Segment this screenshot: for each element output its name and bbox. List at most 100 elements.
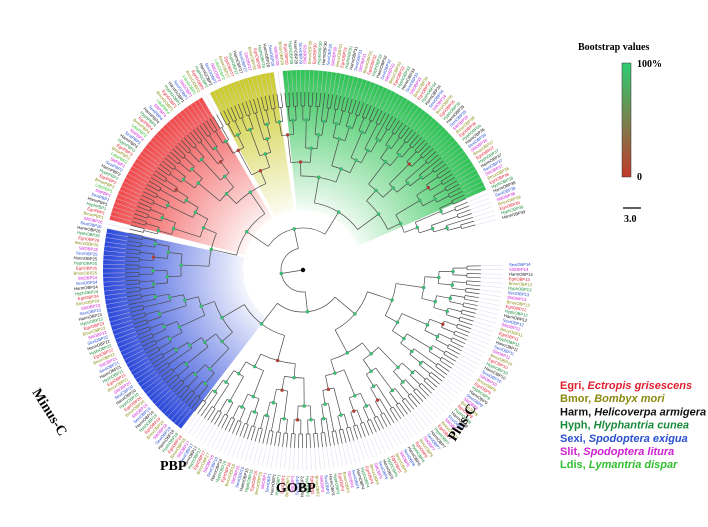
bootstrap-node — [168, 295, 172, 300]
leaf-spoke — [422, 401, 438, 418]
leaf-spoke — [374, 86, 384, 108]
leaf-label: BmorOBP23 — [82, 325, 107, 337]
tree-branch — [404, 227, 418, 233]
tree-branch — [238, 361, 247, 374]
leaf-spoke — [266, 445, 271, 467]
leaf-label: SlitOBP4 — [346, 470, 355, 488]
tree-branch — [241, 102, 248, 117]
leaf-spoke — [223, 433, 233, 454]
tree-branch — [319, 92, 322, 107]
leaf-spoke — [395, 99, 408, 119]
leaf-spoke — [253, 442, 260, 464]
bootstrap-node — [199, 157, 204, 162]
leaf-spoke — [107, 308, 130, 314]
tree-branch — [241, 394, 249, 408]
leaf-label: SexiOBP29 — [298, 42, 303, 64]
leaf-spoke — [344, 75, 350, 97]
tree-branch — [428, 350, 442, 360]
tree-branch — [246, 410, 252, 425]
tree-branch — [463, 302, 478, 306]
tree-branch — [266, 401, 271, 416]
tree-branch — [185, 392, 195, 404]
tree-branch — [250, 426, 256, 441]
leaf-label: HyphOBP28 — [257, 44, 266, 68]
bootstrap-node — [451, 269, 455, 274]
tree-branch — [366, 374, 374, 387]
tree-branch — [153, 282, 168, 285]
leaf-spoke — [479, 289, 502, 293]
tree-branch — [420, 145, 431, 156]
leaf-spoke — [464, 343, 486, 353]
leaf-label: BmorPBP1 — [83, 210, 105, 220]
bootstrap-node — [364, 404, 369, 408]
leaf-spoke — [234, 82, 243, 103]
tree-branch — [277, 335, 285, 361]
leaf-spoke — [244, 440, 252, 462]
leaf-label: HarmOBP28 — [262, 43, 271, 68]
bootstrap-node — [439, 209, 443, 214]
tree-branch — [141, 194, 155, 202]
leaf-spoke — [453, 364, 473, 377]
leaf-label: SlitOBP22 — [87, 330, 108, 341]
leaf-spoke — [150, 140, 168, 155]
bootstrap-node — [218, 160, 223, 164]
bootstrap-node — [252, 410, 257, 414]
leaf-spoke — [231, 436, 241, 458]
tree-branch — [362, 359, 372, 372]
leaf-spoke — [465, 189, 487, 199]
tree-branch — [394, 388, 404, 400]
bootstrap-node — [333, 371, 337, 375]
tree-branch — [337, 415, 342, 430]
tree-branch — [379, 129, 388, 142]
species-latin-name: Ectropis grisescens — [588, 380, 693, 392]
leaf-spoke — [114, 202, 136, 211]
bootstrap-node — [203, 381, 207, 386]
bootstrap-node — [157, 312, 162, 316]
tree-branch — [217, 413, 226, 427]
leaf-spoke — [142, 150, 160, 165]
bootstrap-node — [222, 174, 227, 179]
leaf-label: SlitOBP28 — [273, 46, 280, 66]
bootstrap-node — [207, 367, 212, 371]
bootstrap-node — [165, 203, 170, 208]
tree-branch — [285, 419, 288, 434]
tree-branch — [204, 406, 213, 419]
tree-branch — [293, 228, 299, 249]
leaf-spoke — [211, 428, 222, 448]
tree-branch — [331, 431, 335, 446]
leaf-spoke — [430, 130, 447, 146]
leaf-spoke — [191, 418, 205, 437]
tree-branch — [290, 433, 292, 448]
bootstrap-node — [334, 122, 339, 126]
bootstrap-node — [450, 283, 454, 287]
tree-branch — [406, 131, 416, 144]
tree-branch — [400, 127, 410, 139]
leaf-spoke — [393, 422, 406, 442]
tree-branch — [452, 337, 466, 344]
tree-branch — [413, 390, 424, 402]
tree-branch — [364, 123, 378, 150]
tree-branch — [436, 166, 449, 176]
scale-bar-label: 3.0 — [624, 214, 637, 225]
bootstrap-node — [383, 160, 388, 164]
tree-branch — [432, 160, 444, 170]
tree-branch — [421, 383, 432, 394]
tree-branch — [429, 318, 443, 325]
tree-branch — [248, 115, 254, 129]
tree-branch — [330, 94, 334, 109]
leaf-guide-lines — [103, 70, 504, 470]
tree-branch — [216, 114, 224, 127]
tree-branch — [226, 193, 237, 204]
tree-branch — [167, 205, 194, 218]
leaf-spoke — [466, 339, 487, 349]
leaf-spoke — [130, 360, 150, 372]
tree-branch — [314, 419, 316, 434]
tree-branch — [368, 106, 376, 121]
tree-branch — [219, 399, 228, 412]
leaf-spoke — [480, 265, 503, 266]
tree-branch — [389, 154, 400, 166]
tree-branch — [155, 293, 170, 298]
leaf-spoke — [186, 107, 200, 126]
tree-branch — [279, 121, 282, 136]
tree-branch — [456, 327, 470, 333]
